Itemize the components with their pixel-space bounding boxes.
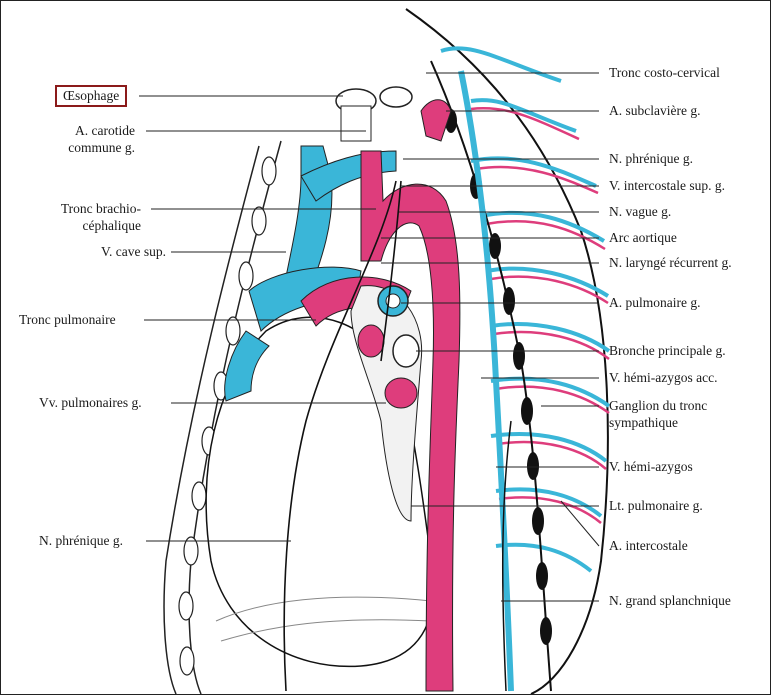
esophagus-trachea [336, 87, 412, 141]
label-a-intercostale: A. intercostale [609, 537, 688, 554]
label-carotide-line2: commune g. [35, 139, 135, 156]
label-brachio-line1: Tronc brachio- [31, 200, 141, 217]
label-ganglion-line2: sympathique [609, 414, 678, 431]
label-veine-cave: V. cave sup. [31, 243, 166, 260]
label-lt-pulmonaire: Lt. pulmonaire g. [609, 497, 703, 514]
label-hemi-azygos: V. hémi-azygos [609, 458, 693, 475]
label-splanchnique: N. grand splanchnique [609, 592, 731, 609]
label-ganglion-line1: Ganglion du tronc [609, 397, 707, 414]
label-brachio-line2: céphalique [31, 217, 141, 234]
label-arc-aortique: Arc aortique [609, 229, 677, 246]
label-hemi-azygos-acc: V. hémi-azygos acc. [609, 369, 717, 386]
label-carotide-line1: A. carotide [35, 122, 135, 139]
label-phrenique: N. phrénique g. [609, 150, 693, 167]
label-costo-cervical: Tronc costo-cervical [609, 64, 720, 81]
label-a-pulmonaire: A. pulmonaire g. [609, 294, 700, 311]
label-intercostale-sup: V. intercostale sup. g. [609, 177, 725, 194]
label-larynge: N. laryngé récurrent g. [609, 254, 732, 271]
label-vague: N. vague g. [609, 203, 671, 220]
label-phrenique-bas: N. phrénique g. [39, 532, 123, 549]
label-oesophage: Œsophage [55, 85, 127, 107]
label-tronc-pulmonaire: Tronc pulmonaire [19, 311, 116, 328]
label-subclaviere: A. subclavière g. [609, 102, 700, 119]
label-bronche: Bronche principale g. [609, 342, 726, 359]
label-vv-pulmonaires: Vv. pulmonaires g. [39, 394, 142, 411]
